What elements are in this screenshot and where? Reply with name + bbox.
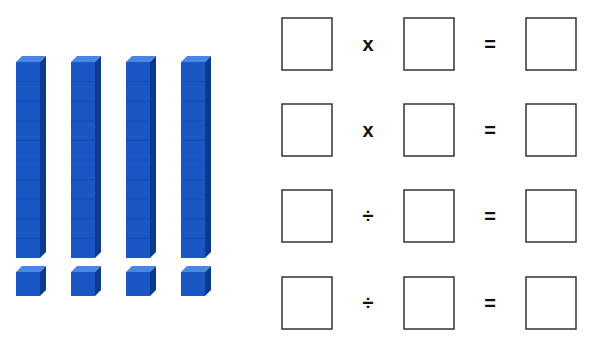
answer-box	[526, 190, 576, 242]
unit-cube	[181, 266, 211, 296]
ten-rod	[126, 56, 156, 258]
answer-box	[282, 190, 332, 242]
unit-cube	[126, 266, 156, 296]
answer-box	[282, 18, 332, 70]
equals-sign: =	[484, 293, 496, 313]
answer-box	[282, 277, 332, 329]
answer-boxes	[282, 18, 576, 329]
unit-cube	[71, 266, 101, 296]
operator-sign: ÷	[363, 206, 374, 226]
answer-box	[526, 277, 576, 329]
answer-box	[404, 104, 454, 156]
operator-sign: x	[362, 120, 373, 140]
equals-sign: =	[484, 206, 496, 226]
ten-rod	[181, 56, 211, 258]
answer-box	[526, 18, 576, 70]
answer-box	[526, 104, 576, 156]
operator-sign: ÷	[363, 293, 374, 313]
answer-box	[282, 104, 332, 156]
answer-box	[404, 18, 454, 70]
answer-box	[404, 190, 454, 242]
equals-sign: =	[484, 120, 496, 140]
ten-rod	[71, 56, 101, 258]
operator-sign: x	[362, 34, 373, 54]
answer-box	[404, 277, 454, 329]
ten-rod	[16, 56, 46, 258]
equals-sign: =	[484, 34, 496, 54]
unit-cube	[16, 266, 46, 296]
